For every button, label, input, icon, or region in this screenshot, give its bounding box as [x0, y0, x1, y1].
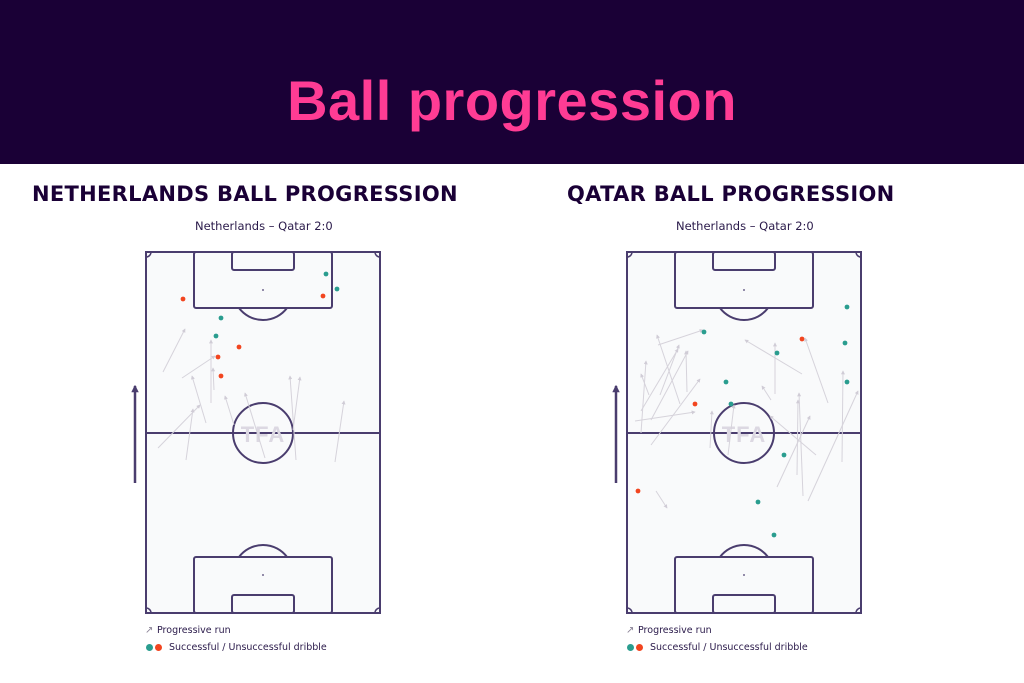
progressive-run-arrow [657, 329, 704, 346]
successful-dribble-dot [781, 452, 787, 458]
unsuccessful-dribble-dot [236, 344, 242, 350]
unsuccessful-dribble-dot [218, 373, 224, 379]
legend-dribble-label: Successful / Unsuccessful dribble [650, 642, 808, 653]
progressive-run-arrow [334, 400, 346, 463]
progressive-run-arrow [292, 376, 302, 431]
progressive-run-arrow [244, 392, 266, 459]
successful-dot-icon [146, 644, 153, 651]
unsuccessful-dribble-dot [635, 488, 641, 494]
netherlands-pitch [145, 251, 381, 614]
progressive-run-arrow [640, 360, 648, 434]
progressive-run-arrow [655, 490, 668, 509]
successful-dribble-dot [842, 340, 848, 346]
successful-dribble-dot [774, 350, 780, 356]
progressive-run-arrow [709, 410, 714, 449]
panel-subtitle: Netherlands – Qatar 2:0 [195, 219, 333, 233]
panel-subtitle: Netherlands – Qatar 2:0 [676, 219, 814, 233]
progressive-run-arrow [807, 390, 859, 502]
progressive-run-arrow [191, 375, 207, 424]
progressive-run-arrow [769, 415, 817, 456]
unsuccessful-dribble-dot [180, 296, 186, 302]
progressive-run-arrow [185, 408, 195, 461]
progressive-run-arrow [640, 373, 650, 396]
panel-title: QATAR BALL PROGRESSION [567, 182, 895, 206]
progressive-run-arrow [727, 404, 736, 456]
unsuccessful-dribble-dot [799, 336, 805, 342]
qatar-panel: QATAR BALL PROGRESSION Netherlands – Qat… [512, 164, 1024, 683]
progressive-run-arrow [797, 392, 804, 497]
netherlands-panel: NETHERLANDS BALL PROGRESSION Netherlands… [0, 164, 512, 683]
qatar-pitch [626, 251, 862, 614]
successful-dribble-dot [723, 379, 729, 385]
progressive-run-arrow [634, 410, 696, 422]
panel-title: NETHERLANDS BALL PROGRESSION [32, 182, 458, 206]
progressive-run-arrow [640, 348, 679, 412]
progressive-run-arrow [650, 378, 701, 446]
progressive-run-arrow [650, 350, 689, 421]
unsuccessful-dribble-dot [320, 293, 326, 299]
successful-dribble-dot [728, 401, 734, 407]
progressive-run-arrow [795, 399, 800, 476]
unsuccessful-dribble-dot [215, 354, 221, 360]
netherlands-progressive-runs [157, 328, 346, 463]
progressive-run-arrow [211, 367, 216, 391]
progressive-run-icon: ↗ [145, 625, 154, 636]
unsuccessful-dot-icon [636, 644, 643, 651]
progressive-run-arrow [761, 385, 772, 401]
progressive-run-arrow [656, 334, 681, 405]
progressive-run-arrow [840, 370, 845, 463]
successful-dribble-dot [334, 286, 340, 292]
legend-run-label: Progressive run [638, 625, 712, 636]
successful-dribble-dot [771, 532, 777, 538]
successful-dribble-dot [323, 271, 329, 277]
unsuccessful-dot-icon [155, 644, 162, 651]
successful-dribble-dot [844, 304, 850, 310]
successful-dribble-dot [755, 499, 761, 505]
progressive-run-arrow [224, 395, 235, 426]
successful-dribble-dot [844, 379, 850, 385]
progressive-run-arrow [288, 375, 297, 461]
progressive-run-arrow [181, 355, 216, 379]
progressive-run-icon: ↗ [626, 625, 635, 636]
progressive-run-arrow [776, 415, 811, 488]
unsuccessful-dribble-dot [692, 401, 698, 407]
page-title: Ball progression [287, 69, 737, 132]
header-banner: Ball progression [0, 0, 1024, 164]
successful-dribble-dot [701, 329, 707, 335]
progressive-run-arrow [744, 339, 803, 375]
progressive-run-arrow [684, 350, 689, 393]
successful-dribble-dot [213, 333, 219, 339]
netherlands-dribbles [180, 271, 340, 379]
successful-dribble-dot [218, 315, 224, 321]
qatar-dribbles [635, 304, 850, 538]
legend-dribble-label: Successful / Unsuccessful dribble [169, 642, 327, 653]
qatar-progressive-runs [634, 329, 859, 509]
legend-run-label: Progressive run [157, 625, 231, 636]
progressive-run-arrow [162, 328, 186, 373]
successful-dot-icon [627, 644, 634, 651]
progressive-run-arrow [804, 337, 829, 404]
